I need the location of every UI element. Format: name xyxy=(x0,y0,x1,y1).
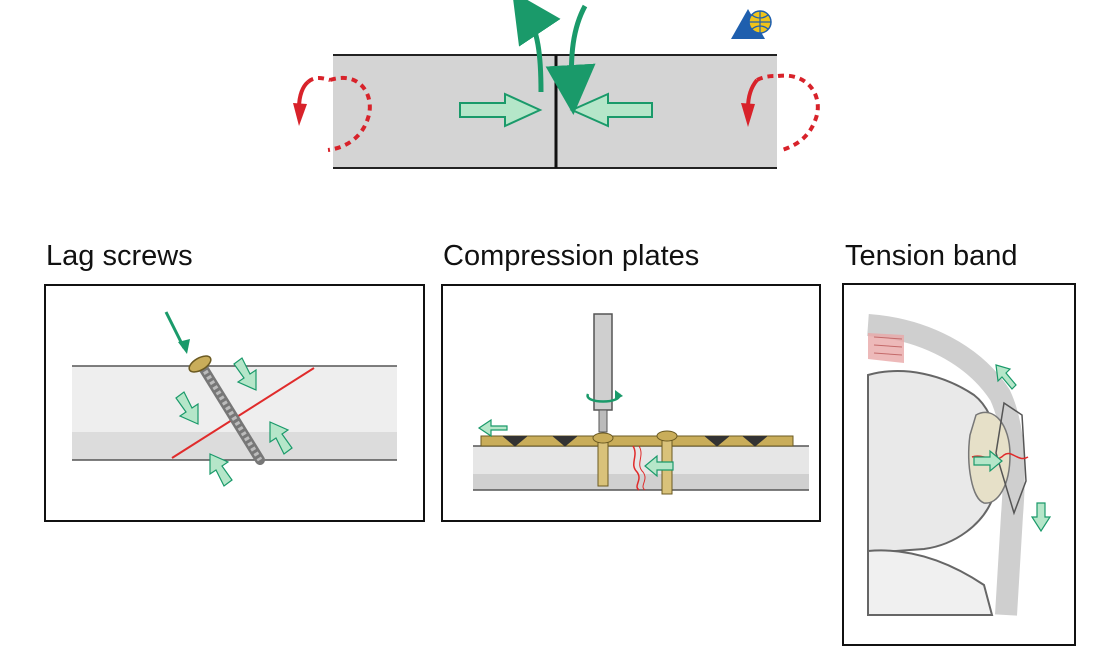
compression-arrow-icon xyxy=(973,449,1003,473)
screwdriver xyxy=(593,313,613,411)
bending-arrow-down-icon xyxy=(545,4,596,115)
tension-arrow-up-icon xyxy=(995,364,1017,390)
panel-title-tension-band: Tension band xyxy=(845,240,1018,272)
bending-arrow-up-icon xyxy=(512,0,561,93)
compression-arrow-icon xyxy=(233,357,257,391)
globe-triangle-logo xyxy=(731,9,772,39)
panel-title-lag-screws: Lag screws xyxy=(46,240,193,272)
panel-tension-band xyxy=(842,283,1076,646)
panel-title-compression-plates: Compression plates xyxy=(443,240,700,272)
plate-screw xyxy=(592,432,614,487)
fracture-line xyxy=(171,367,315,459)
compression-arrow-icon xyxy=(644,454,674,478)
tendon-bundle xyxy=(867,314,1025,616)
lag-screw xyxy=(188,355,265,465)
fracture-line xyxy=(632,445,640,491)
rotation-arrow-left-icon xyxy=(327,76,372,152)
tension-wire xyxy=(995,401,1027,516)
panel-lag-screws xyxy=(44,284,425,522)
panel-compression-plates xyxy=(441,284,821,522)
top-compression-diagram xyxy=(293,0,820,169)
compression-arrow-icon xyxy=(209,453,233,487)
tension-arrow-down-icon xyxy=(1030,502,1052,533)
plate-shift-arrow-icon xyxy=(477,418,508,438)
rotation-arrow-right-icon xyxy=(777,73,820,152)
compression-arrow-icon xyxy=(175,391,199,425)
compression-arrow-right-icon xyxy=(459,92,543,128)
compression-arrow-icon xyxy=(269,421,293,455)
compression-plate xyxy=(480,435,794,447)
